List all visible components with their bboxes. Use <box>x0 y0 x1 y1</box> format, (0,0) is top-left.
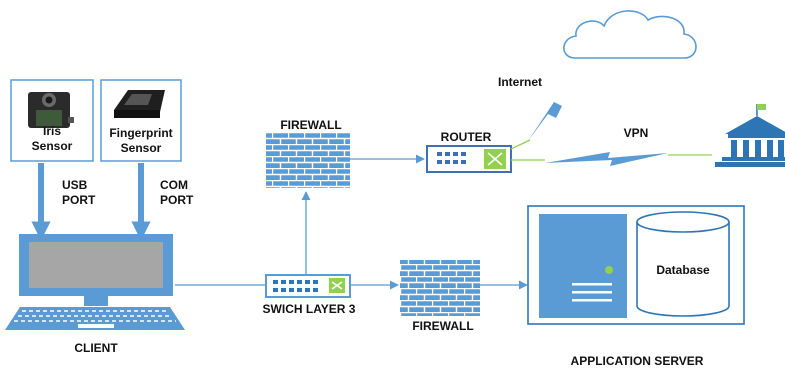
lightning-icon <box>528 82 574 141</box>
server-icon <box>539 214 627 318</box>
database-label: Database <box>656 263 710 277</box>
com-port-label-line1: COM <box>160 178 188 192</box>
laptop-icon <box>5 234 185 330</box>
client-label: CLIENT <box>74 341 118 355</box>
usb-port-label-line1: USB <box>62 178 88 192</box>
iris-sensor-label-line2: Sensor <box>32 139 73 153</box>
cloud-icon <box>563 10 697 59</box>
vpn-label: VPN <box>624 126 649 140</box>
fingerprint-sensor-label-line1: Fingerprint <box>109 126 172 140</box>
switch-icon <box>265 274 351 298</box>
camera-icon <box>28 92 74 128</box>
firewall-top-label: FIREWALL <box>280 118 341 132</box>
router-icon <box>426 145 512 173</box>
usb-port-label-line2: PORT <box>62 193 96 207</box>
fingerprint-sensor-box: Fingerprint Sensor <box>100 79 182 162</box>
fingerprint-scanner-icon <box>114 90 165 118</box>
iris-sensor-label-line1: Iris <box>43 124 61 138</box>
firewall-icon <box>266 132 350 188</box>
router-internet-line <box>510 139 531 150</box>
iris-sensor-box: Iris Sensor <box>10 79 94 162</box>
internet-label: Internet <box>498 75 542 89</box>
com-port-label-line2: PORT <box>160 193 194 207</box>
lightning-icon <box>545 152 668 166</box>
fingerprint-sensor-label-line2: Sensor <box>121 141 162 155</box>
application-server-box: Database <box>527 205 745 325</box>
bank-icon <box>715 104 785 167</box>
firewall-bottom-label: FIREWALL <box>412 319 473 333</box>
firewall-icon <box>400 260 480 316</box>
database-icon <box>636 211 730 317</box>
application-server-label: APPLICATION SERVER <box>571 354 704 368</box>
router-label: ROUTER <box>441 130 492 144</box>
switch-label: SWICH LAYER 3 <box>263 302 356 316</box>
